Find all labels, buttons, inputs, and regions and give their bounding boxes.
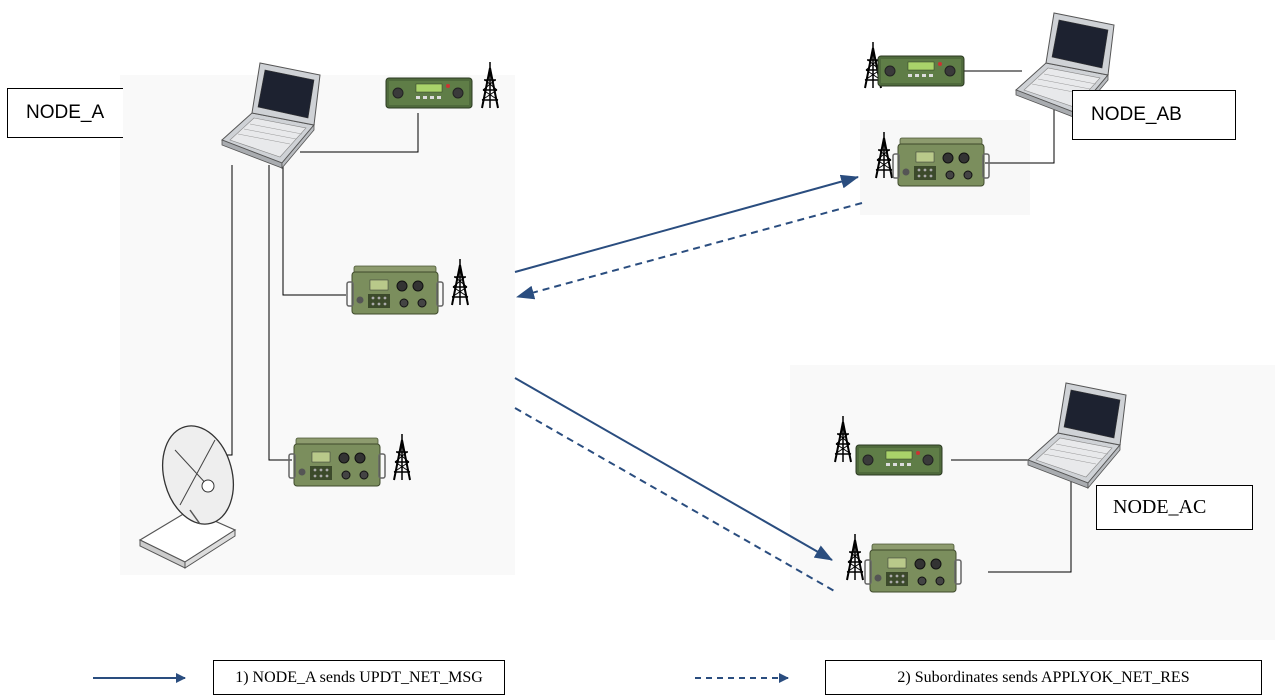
- legend-solid-label: 1) NODE_A sends UPDT_NET_MSG: [213, 660, 505, 695]
- node-a-manpack-radio-icon: [346, 265, 444, 315]
- update-arrow-to-ac: [514, 377, 833, 561]
- node-ab-label: NODE_AB: [1072, 90, 1236, 140]
- update-arrow-to-ab: [514, 174, 859, 273]
- satellite-dish-icon: [138, 425, 237, 569]
- node-a-label: NODE_A: [7, 88, 123, 138]
- node-a-manpack-radio-icon: [288, 437, 386, 487]
- node-ac-manpack-radio-icon: [864, 543, 962, 593]
- node-ab-radio-icon: [877, 55, 965, 87]
- node-a-radio-icon: [385, 77, 473, 109]
- legend-dashed-label: 2) Subordinates sends APPLYOK_NET_RES: [825, 660, 1262, 695]
- node-ac-links: [951, 459, 1072, 573]
- response-arrow-from-ab: [516, 202, 863, 300]
- node-ab-manpack-radio-icon: [892, 137, 990, 187]
- response-arrow-from-ac: [514, 407, 837, 593]
- node-ac-label: NODE_AC: [1096, 485, 1253, 530]
- node-ac-radio-icon: [855, 444, 943, 476]
